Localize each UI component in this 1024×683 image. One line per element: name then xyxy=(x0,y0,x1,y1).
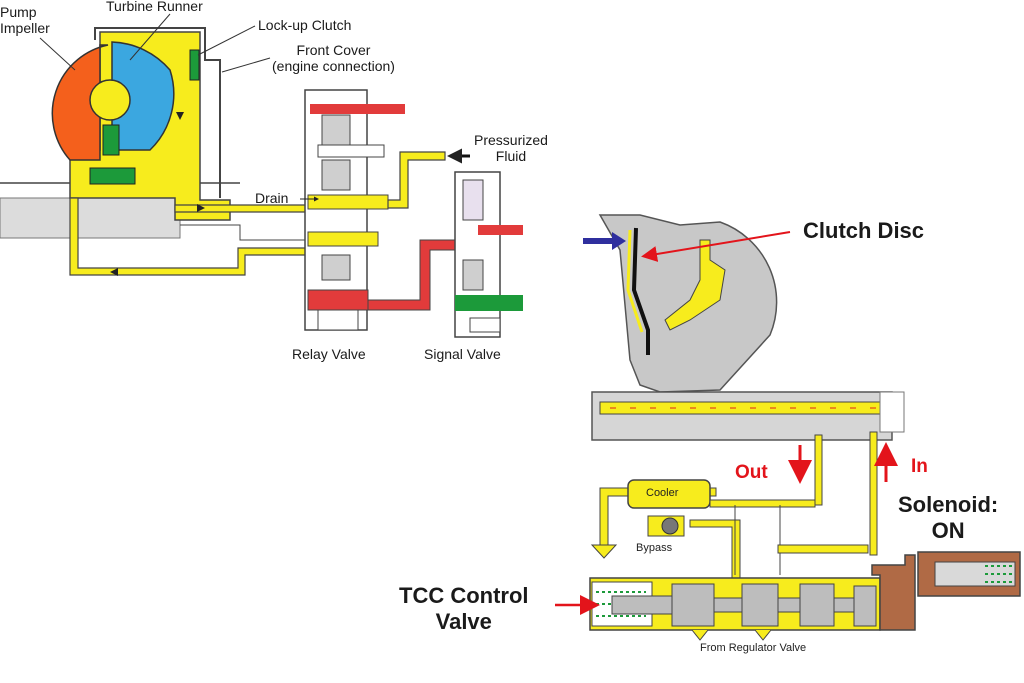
signal-spool-land xyxy=(462,259,484,291)
torque-converter-section xyxy=(0,13,321,276)
leader-lockup xyxy=(197,25,256,56)
shaft-end xyxy=(879,391,905,433)
tcc-spool-land xyxy=(671,583,715,627)
flow-arrow-icon xyxy=(110,268,118,276)
regulator-feed-ports xyxy=(691,629,772,641)
relay-pressure-top xyxy=(310,104,405,114)
signal-exhaust-green xyxy=(455,295,523,311)
bypass-line xyxy=(689,519,741,581)
engine-push-arrow-icon xyxy=(612,232,626,250)
drain-label: Drain xyxy=(255,190,289,206)
relay-end-plug xyxy=(317,309,359,331)
lockup-clutch-plate xyxy=(189,49,200,81)
cooler-drain-arrow-icon xyxy=(590,544,618,559)
clutch-disc-label: Clutch Disc xyxy=(803,218,925,243)
relay-pressure-bottom xyxy=(307,289,369,311)
signal-end-plug xyxy=(469,317,501,333)
stator-clutch-block xyxy=(102,124,120,156)
pressurized-fluid-line xyxy=(387,151,446,209)
shaft-fluid-passage xyxy=(599,401,886,415)
relay-port-drain xyxy=(307,194,389,210)
tcc-spool-stem xyxy=(611,595,673,615)
tcc-spool-end xyxy=(853,585,877,627)
solenoid-spring xyxy=(985,565,1012,583)
solenoid-plunger xyxy=(934,561,1016,587)
relay-valve-part xyxy=(300,89,405,331)
bypass-ball xyxy=(661,517,679,535)
cooler-label: Cooler xyxy=(646,487,679,499)
tcc-control-valve-label: TCC Control Valve xyxy=(399,583,529,635)
cooler-box xyxy=(627,479,711,509)
passage-outline xyxy=(180,224,320,241)
one-way-clutch-block xyxy=(89,167,136,185)
relay-spool-land xyxy=(321,159,351,191)
tcc-spool-neck xyxy=(833,597,855,613)
tcc-spool-land xyxy=(741,583,779,627)
leader-turbine xyxy=(129,13,171,61)
turbine-runner-label: Turbine Runner xyxy=(106,0,203,14)
pump-impeller-label: Pump Impeller xyxy=(0,4,50,37)
signal-valve-part xyxy=(454,171,523,338)
cooler-feed-line xyxy=(709,499,816,508)
signal-feed-line xyxy=(777,544,869,554)
relay-port-release xyxy=(307,231,379,247)
bypass-label: Bypass xyxy=(636,542,673,554)
lockup-clutch-label: Lock-up Clutch xyxy=(258,17,352,33)
inner-fluid-cavity xyxy=(664,239,726,331)
valve-feed-lines xyxy=(734,505,781,575)
lockup-circuit-section xyxy=(555,214,1021,641)
out-passage xyxy=(814,434,823,506)
clutch-disc-part xyxy=(631,227,650,355)
relay-valve-label: Relay Valve xyxy=(292,346,366,362)
relay-spool-land xyxy=(321,254,351,281)
pressurized-fluid-label: Pressurized Fluid xyxy=(474,132,548,165)
tcc-spool-neck xyxy=(777,597,801,613)
flow-arrow-icon xyxy=(176,112,184,120)
stator-core xyxy=(89,79,131,121)
pump-impeller-part xyxy=(51,44,109,161)
signal-valve-label: Signal Valve xyxy=(424,346,501,362)
flow-arrow-icon xyxy=(197,204,205,212)
leader-front-cover xyxy=(221,57,271,73)
solenoid-housing xyxy=(871,554,916,631)
out-label: Out xyxy=(735,462,768,483)
turbine-runner-part xyxy=(111,41,175,151)
clutch-disc-leader xyxy=(641,231,791,262)
clutch-apply-fluid xyxy=(626,229,644,333)
front-cover-label: Front Cover (engine connection) xyxy=(272,42,395,75)
tcc-spool-neck xyxy=(713,597,743,613)
transmission-shaft xyxy=(591,391,893,441)
tcc-spool-land xyxy=(799,583,835,627)
relay-spool-land xyxy=(321,114,351,146)
input-shaft xyxy=(0,197,181,239)
leader-pump xyxy=(39,37,76,71)
in-label: In xyxy=(911,456,928,477)
apply-passage xyxy=(174,204,321,213)
front-cover-outline xyxy=(94,27,221,198)
in-passage xyxy=(869,431,878,556)
solenoid-label: Solenoid: ON xyxy=(898,492,999,544)
signal-spool-land xyxy=(462,179,484,221)
relay-spool-groove xyxy=(317,144,385,158)
from-regulator-valve-label: From Regulator Valve xyxy=(700,642,807,654)
signal-port-red xyxy=(478,225,523,235)
